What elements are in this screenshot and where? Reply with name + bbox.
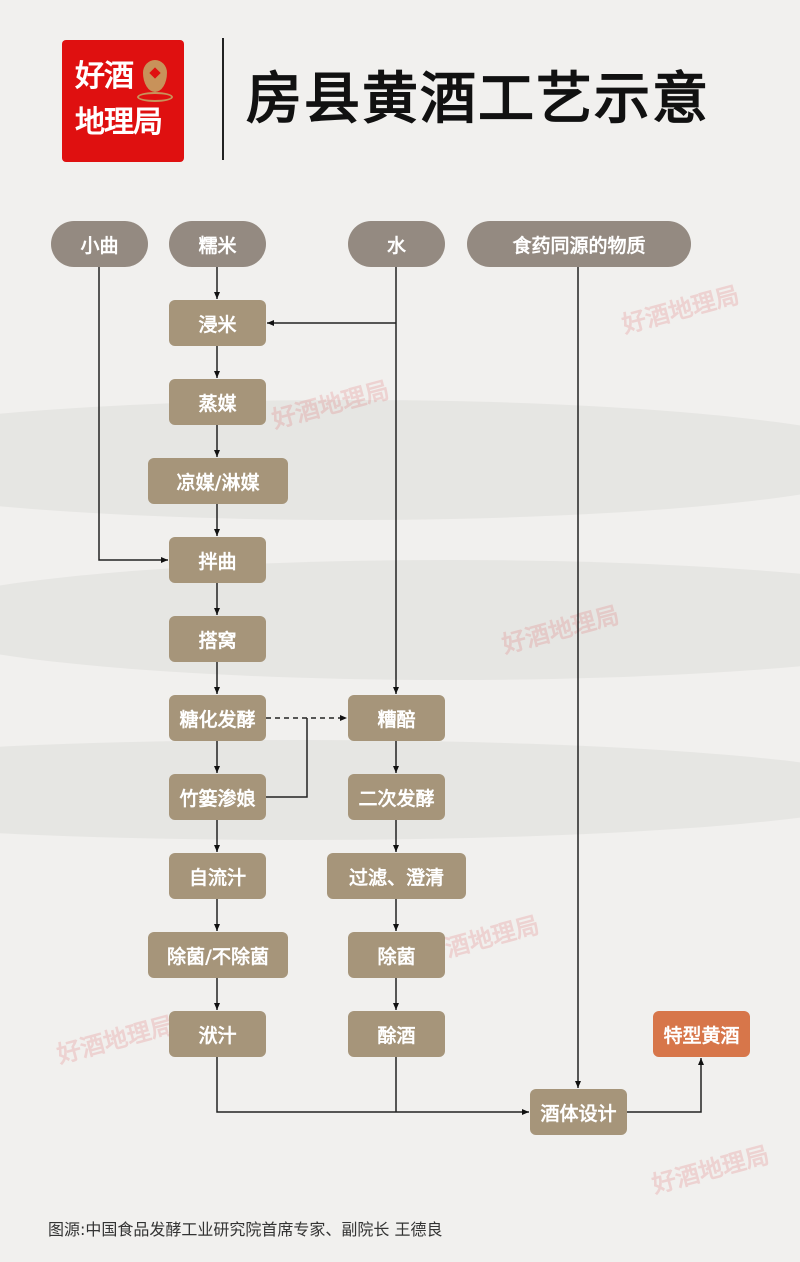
step-guolv: 过滤、澄清 (327, 853, 466, 899)
step-chujun-right: 除菌 (348, 932, 445, 978)
source-caption: 图源:中国食品发酵工业研究院首席专家、副院长 王德良 (48, 1220, 443, 1239)
step-zhulou: 竹篓渗娘 (169, 774, 266, 820)
step-ercifajiao: 二次发酵 (348, 774, 445, 820)
step-zaopei: 糟醅 (348, 695, 445, 741)
step-dawo: 搭窝 (169, 616, 266, 662)
step-chujun-left: 除菌/不除菌 (148, 932, 288, 978)
header-divider (222, 38, 224, 160)
input-xiaoqu: 小曲 (51, 221, 148, 267)
page-title: 房县黄酒工艺示意 (246, 66, 710, 132)
input-shui: 水 (348, 221, 445, 267)
input-nuomi: 糯米 (169, 221, 266, 267)
logo: 好酒 地理局 (62, 40, 184, 162)
step-blend: 酒体设计 (530, 1089, 627, 1135)
location-pin-icon (143, 60, 167, 92)
step-fuzhi: 洑汁 (169, 1011, 266, 1057)
ripple-icon (137, 92, 173, 102)
step-liangmei: 凉媒/淋媒 (148, 458, 288, 504)
background-wave (0, 400, 800, 520)
step-banqu: 拌曲 (169, 537, 266, 583)
step-zhengmei: 蒸媒 (169, 379, 266, 425)
background-wave (0, 560, 800, 680)
step-tanghua: 糖化发酵 (169, 695, 266, 741)
final-product: 特型黄酒 (653, 1011, 750, 1057)
input-shiyao: 食药同源的物质 (467, 221, 691, 267)
step-tujiu: 酴酒 (348, 1011, 445, 1057)
logo-text-line2: 地理局 (75, 105, 163, 140)
step-jinmi: 浸米 (169, 300, 266, 346)
logo-text-line1: 好酒 (75, 59, 134, 94)
step-ziliuzhi: 自流汁 (169, 853, 266, 899)
